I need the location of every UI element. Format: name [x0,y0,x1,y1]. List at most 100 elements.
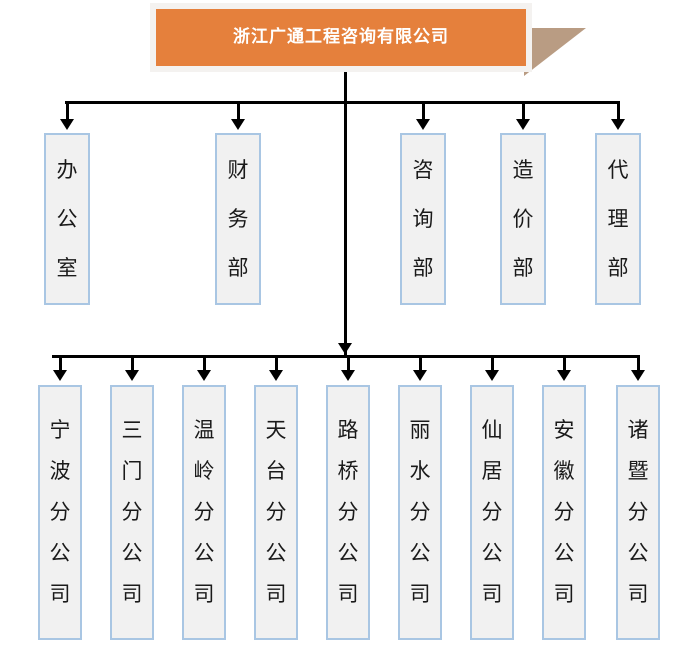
branch-node-5[interactable]: 丽水分公司 [398,385,442,640]
branch-label-char: 丽 [409,418,431,442]
department-label-char: 财 [227,157,249,182]
department-arrow-2 [416,119,430,130]
branch-label-char: 分 [553,500,575,524]
branch-arrow-5 [413,370,427,381]
department-stem-3 [522,101,525,124]
department-arrow-1 [231,119,245,130]
department-node-3[interactable]: 造价部 [500,133,546,305]
org-root-label: 浙江广通工程咨询有限公司 [233,27,449,47]
branch-label-char: 公 [481,541,503,565]
branch-stem-7 [563,355,566,375]
branch-label-char: 岭 [193,459,215,483]
branch-arrow-0 [53,370,67,381]
branch-label-char: 公 [337,541,359,565]
department-label-char: 室 [56,255,78,280]
branch-label-char: 温 [193,418,215,442]
main-trunk-line [344,72,347,357]
branch-label-char: 台 [265,459,287,483]
branch-stem-2 [203,355,206,375]
branch-arrow-1 [125,370,139,381]
branch-label-char: 分 [49,500,71,524]
main-trunk-arrow [338,343,352,354]
branch-label-char: 诸 [627,418,649,442]
branch-label-char: 公 [553,541,575,565]
branch-label-char: 水 [409,459,431,483]
branch-node-0[interactable]: 宁波分公司 [38,385,82,640]
branch-node-2[interactable]: 温岭分公司 [182,385,226,640]
department-label-char: 询 [412,206,434,231]
branch-label-char: 宁 [49,418,71,442]
department-label-char: 造 [512,157,534,182]
department-label-char: 部 [412,255,434,280]
branch-arrow-7 [557,370,571,381]
department-label-char: 办 [56,157,78,182]
department-stem-0 [66,101,69,124]
branch-arrow-8 [631,370,645,381]
branch-arrow-2 [197,370,211,381]
branch-label-char: 安 [553,418,575,442]
department-node-4[interactable]: 代理部 [595,133,641,305]
branch-connector-bar [52,355,638,358]
branch-label-char: 司 [121,582,143,606]
branch-label-char: 门 [121,459,143,483]
branch-arrow-6 [485,370,499,381]
branch-stem-4 [347,355,350,375]
department-label-char: 部 [227,255,249,280]
department-node-1[interactable]: 财务部 [215,133,261,305]
department-label-char: 务 [227,206,249,231]
department-label-char: 价 [512,206,534,231]
department-label-char: 理 [607,206,629,231]
department-node-0[interactable]: 办公室 [44,133,90,305]
branch-label-char: 司 [193,582,215,606]
branch-label-char: 司 [49,582,71,606]
department-arrow-4 [611,119,625,130]
department-arrow-3 [516,119,530,130]
branch-node-7[interactable]: 安徽分公司 [542,385,586,640]
branch-label-char: 司 [481,582,503,606]
branch-label-char: 桥 [337,459,359,483]
branch-arrow-4 [341,370,355,381]
branch-label-char: 分 [121,500,143,524]
branch-label-char: 司 [409,582,431,606]
department-label-char: 代 [607,157,629,182]
department-connector-bar [65,101,617,104]
branch-label-char: 三 [121,418,143,442]
branch-node-1[interactable]: 三门分公司 [110,385,154,640]
branch-label-char: 徽 [553,459,575,483]
branch-node-3[interactable]: 天台分公司 [254,385,298,640]
branch-stem-5 [419,355,422,375]
branch-label-char: 公 [193,541,215,565]
department-stem-2 [422,101,425,124]
branch-label-char: 天 [265,418,287,442]
branch-stem-8 [637,355,640,375]
department-arrow-0 [60,119,74,130]
title-shadow-decoration [524,28,586,76]
branch-label-char: 路 [337,418,359,442]
department-stem-1 [237,101,240,124]
branch-label-char: 司 [627,582,649,606]
branch-label-char: 分 [409,500,431,524]
branch-label-char: 分 [337,500,359,524]
department-label-char: 部 [607,255,629,280]
branch-label-char: 司 [265,582,287,606]
branch-label-char: 波 [49,459,71,483]
branch-node-8[interactable]: 诸暨分公司 [616,385,660,640]
branch-label-char: 分 [265,500,287,524]
branch-label-char: 公 [49,541,71,565]
branch-label-char: 分 [193,500,215,524]
branch-label-char: 居 [481,459,503,483]
department-node-2[interactable]: 咨询部 [400,133,446,305]
department-stem-4 [617,101,620,124]
branch-node-4[interactable]: 路桥分公司 [326,385,370,640]
branch-stem-0 [59,355,62,375]
branch-label-char: 暨 [627,459,649,483]
branch-label-char: 公 [265,541,287,565]
org-root-node[interactable]: 浙江广通工程咨询有限公司 [156,9,526,66]
branch-stem-6 [491,355,494,375]
department-label-char: 公 [56,206,78,231]
branch-label-char: 仙 [481,418,503,442]
branch-node-6[interactable]: 仙居分公司 [470,385,514,640]
branch-label-char: 公 [409,541,431,565]
branch-stem-1 [131,355,134,375]
